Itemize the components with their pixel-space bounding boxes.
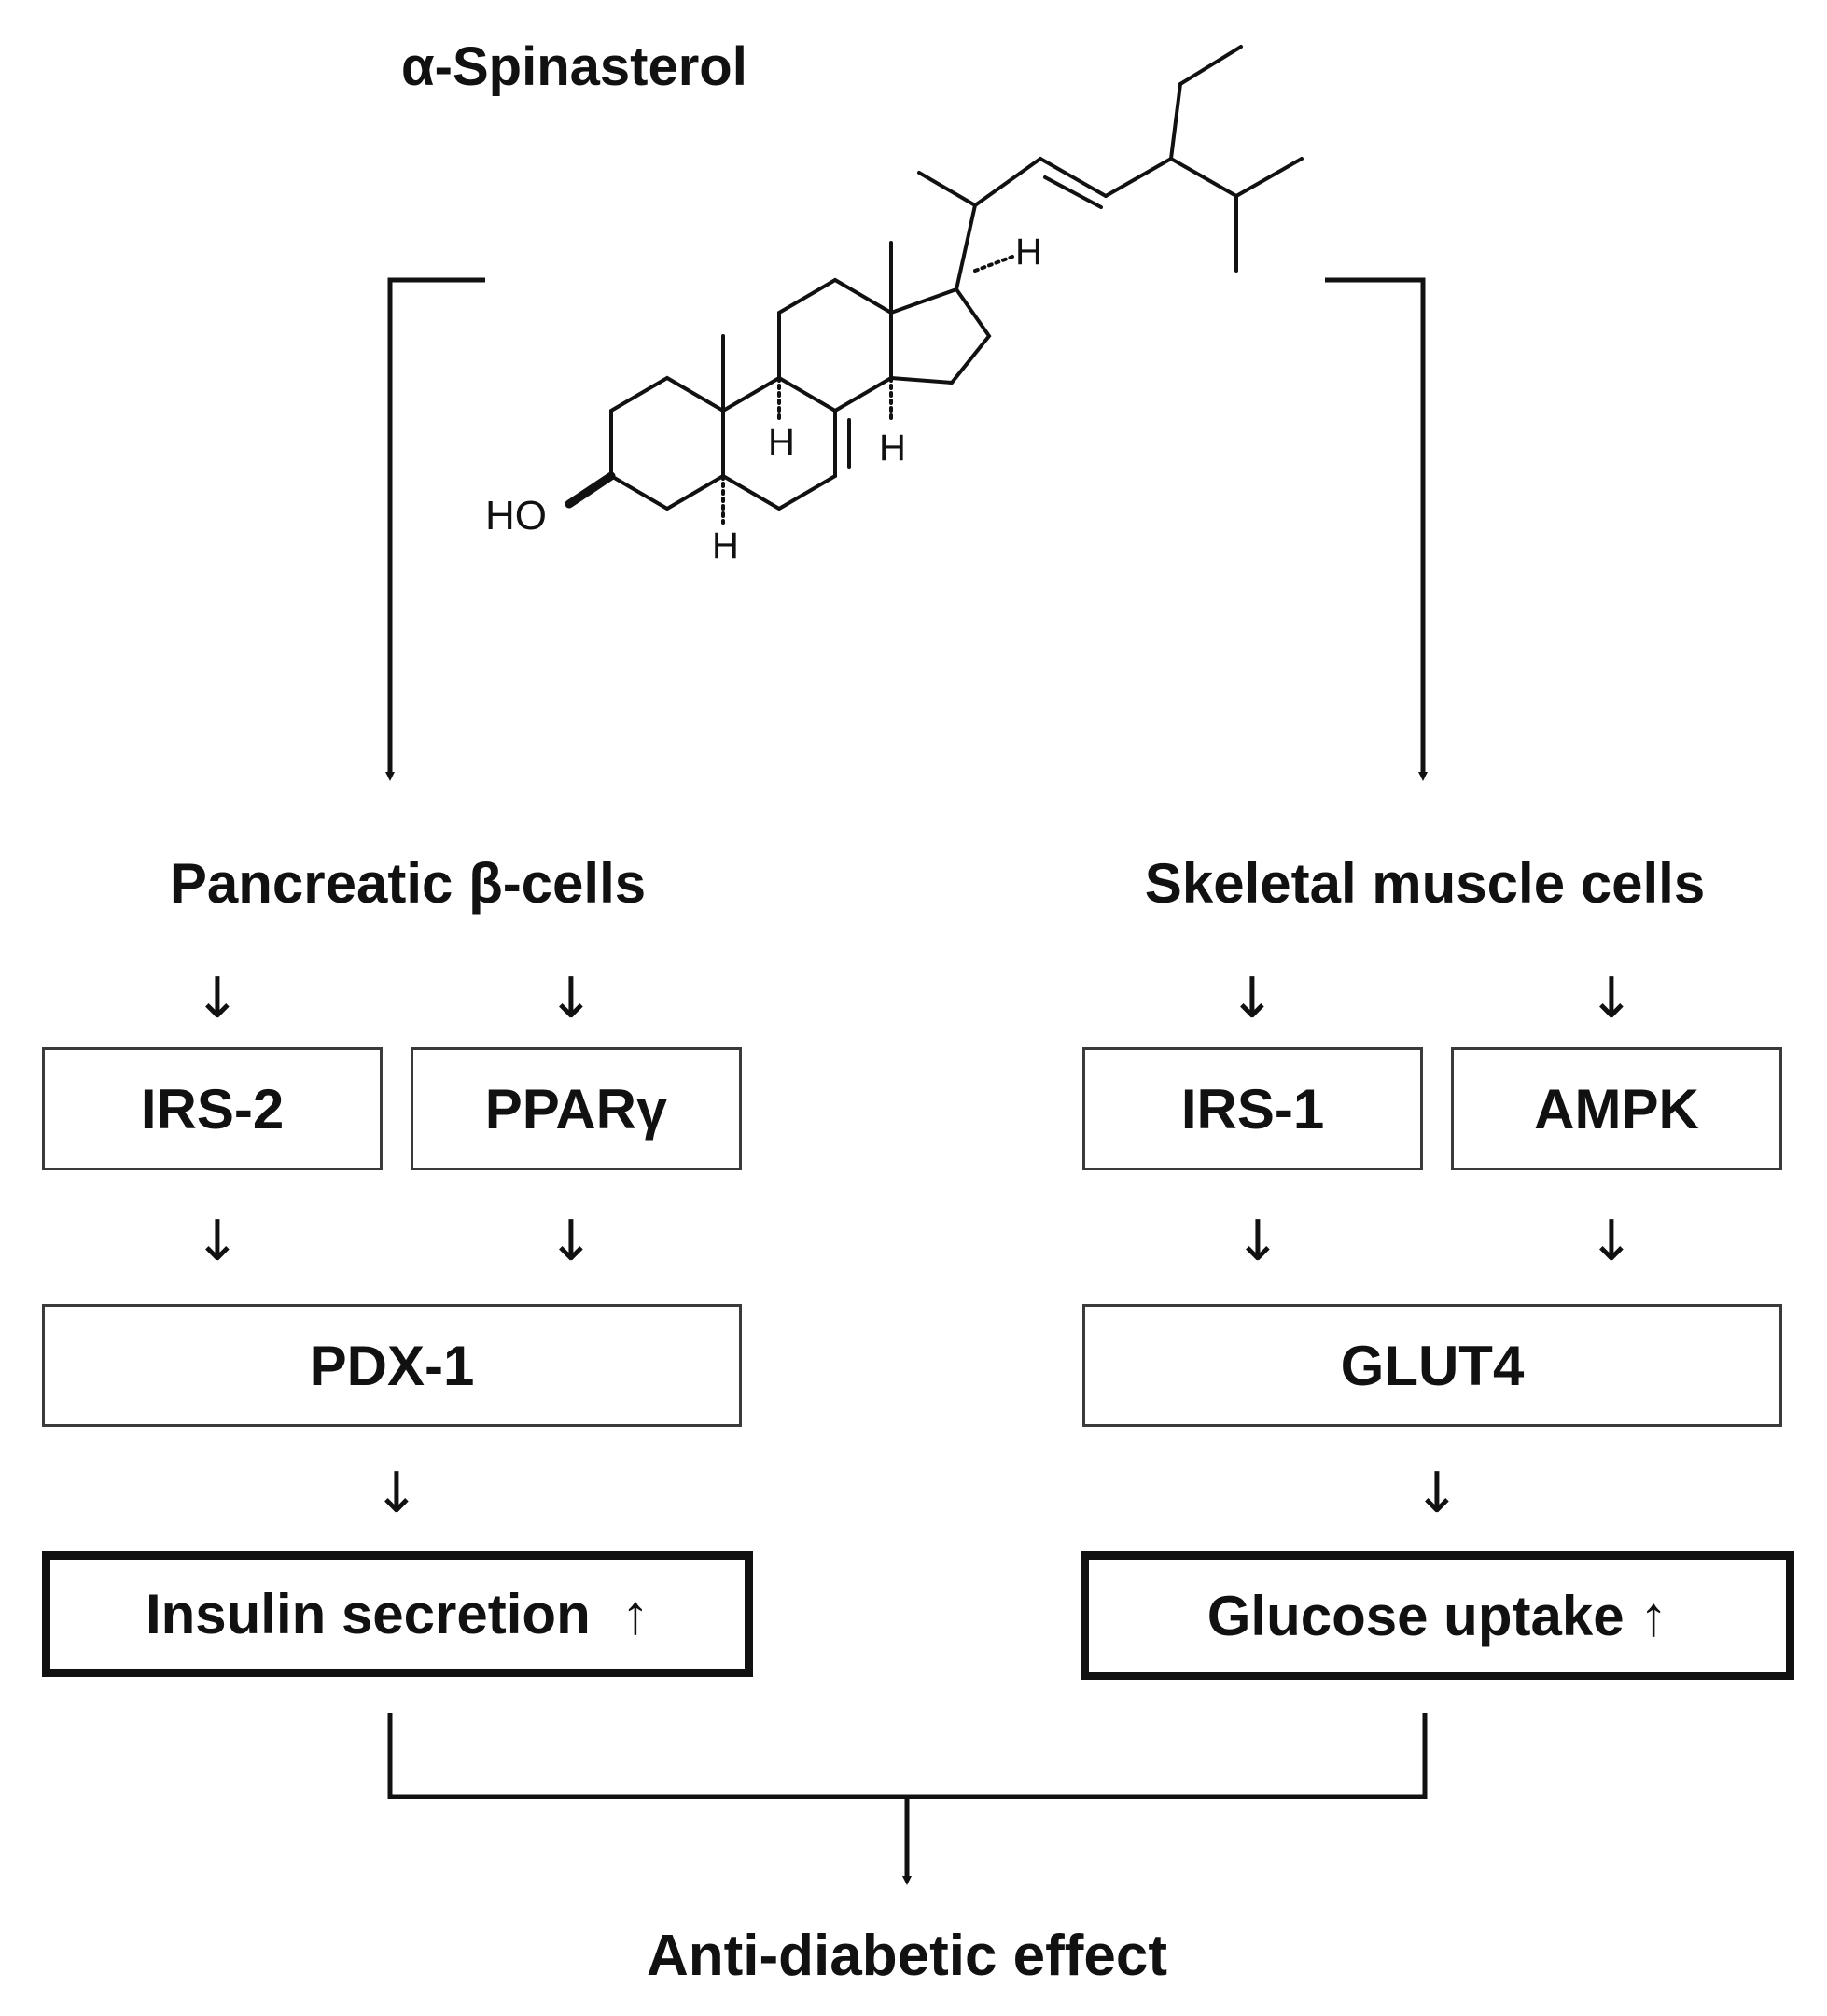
compound-name: α-Spinasterol bbox=[401, 36, 747, 97]
node-ppar-gamma: PPARγ bbox=[411, 1047, 742, 1170]
atom-label-h: H bbox=[879, 427, 906, 469]
atom-label-ho: HO bbox=[485, 493, 547, 539]
arrow-icon: ↓ bbox=[1228, 966, 1276, 1031]
arrow-icon: ↓ bbox=[1587, 966, 1636, 1031]
outcome-glucose-uptake: Glucose uptake ↑ bbox=[1081, 1551, 1794, 1680]
outcome-insulin-secretion: Insulin secretion ↑ bbox=[42, 1551, 753, 1677]
left-column-title: Pancreatic β-cells bbox=[169, 852, 647, 915]
arrow-icon: ↓ bbox=[1234, 1209, 1282, 1274]
atom-label-h: H bbox=[1015, 231, 1042, 273]
atom-label-h: H bbox=[768, 422, 795, 463]
atom-label-h: H bbox=[712, 525, 739, 567]
node-ampk: AMPK bbox=[1451, 1047, 1782, 1170]
arrow-icon: ↓ bbox=[1413, 1461, 1461, 1526]
node-glut4: GLUT4 bbox=[1082, 1304, 1782, 1427]
final-effect-label: Anti-diabetic effect bbox=[646, 1924, 1168, 1988]
spinasterol-structure bbox=[565, 45, 1304, 525]
top-connectors bbox=[385, 277, 1428, 781]
right-column-title: Skeletal muscle cells bbox=[1144, 852, 1706, 915]
node-irs-1: IRS-1 bbox=[1082, 1047, 1423, 1170]
arrow-icon: ↓ bbox=[1587, 1209, 1636, 1274]
node-irs-2: IRS-2 bbox=[42, 1047, 383, 1170]
arrow-icon: ↓ bbox=[193, 1209, 242, 1274]
arrow-icon: ↓ bbox=[547, 1209, 595, 1274]
arrow-icon: ↓ bbox=[547, 966, 595, 1031]
arrow-icon: ↓ bbox=[372, 1461, 421, 1526]
node-pdx-1: PDX-1 bbox=[42, 1304, 742, 1427]
bottom-connector bbox=[387, 1713, 1428, 1885]
arrow-icon: ↓ bbox=[193, 966, 242, 1031]
